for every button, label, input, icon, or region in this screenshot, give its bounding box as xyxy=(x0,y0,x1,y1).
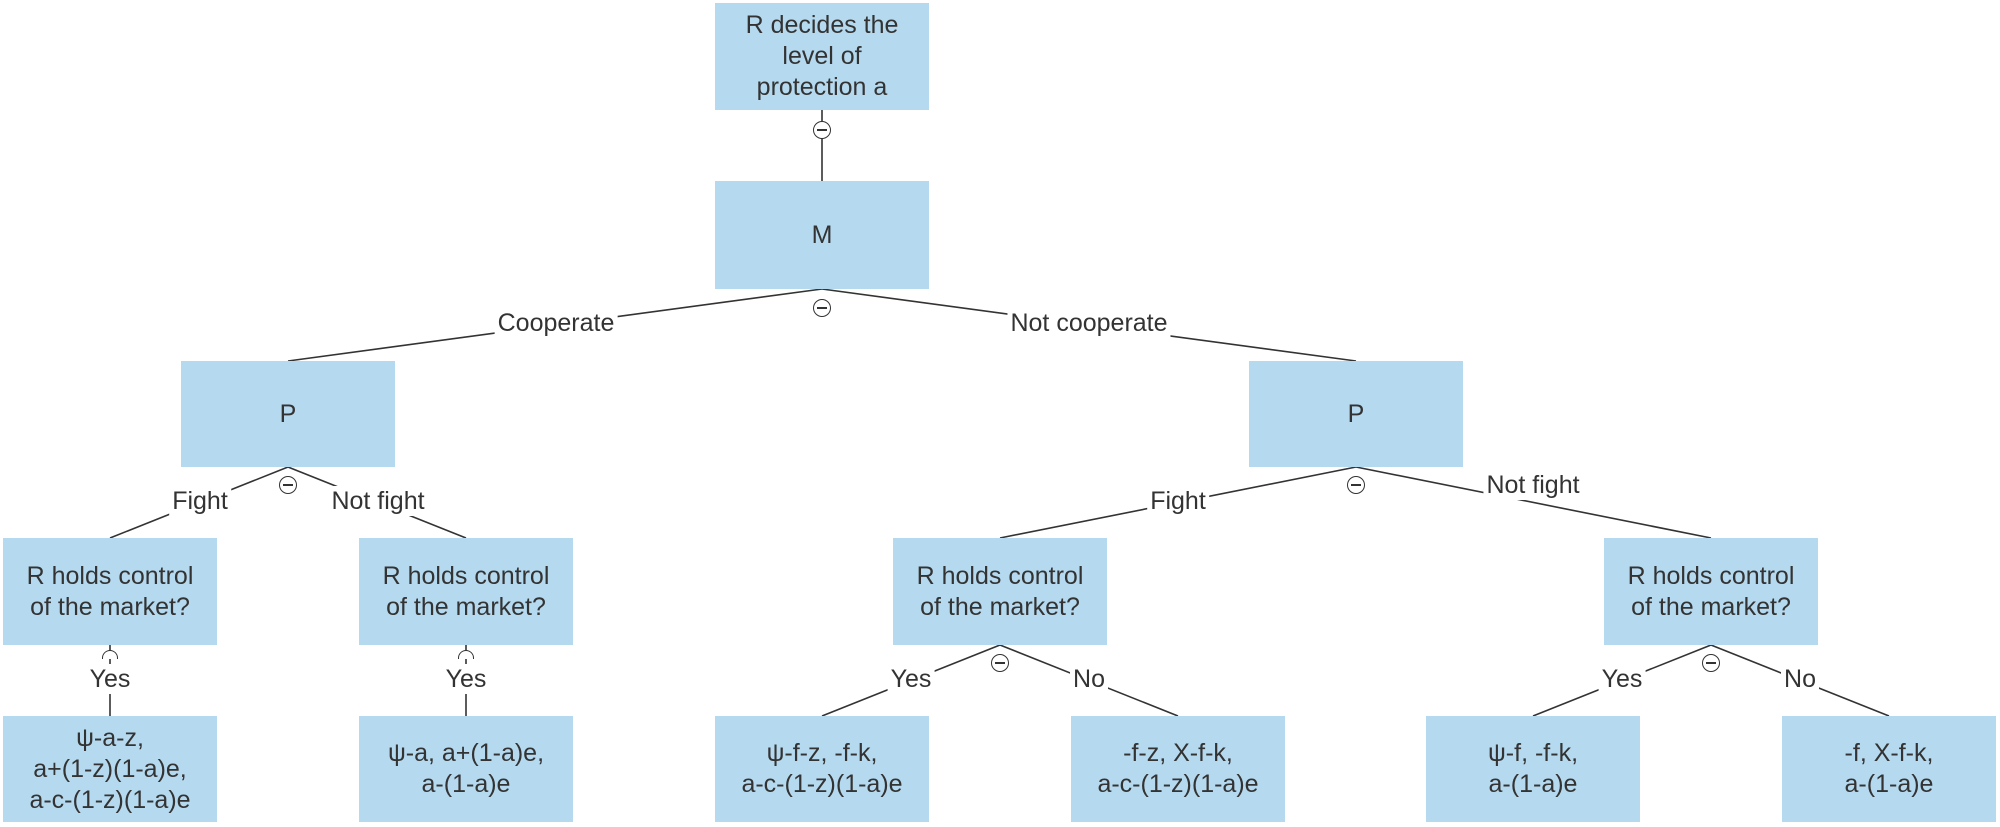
node-market-control-4[interactable]: R holds control of the market? xyxy=(1604,538,1818,645)
node-market-control-4-label: R holds control of the market? xyxy=(1627,561,1795,621)
collapse-icon[interactable] xyxy=(1702,654,1720,672)
node-payoff-4[interactable]: -f-z, X-f-k, a-c-(1-z)(1-a)e xyxy=(1071,716,1285,822)
node-payoff-1[interactable]: ψ-a-z, a+(1-z)(1-a)e, a-c-(1-z)(1-a)e xyxy=(3,716,217,822)
edge-label-not-cooperate: Not cooperate xyxy=(1007,308,1171,338)
node-market-control-3-label: R holds control of the market? xyxy=(916,561,1084,621)
node-payoff-6[interactable]: -f, X-f-k, a-(1-a)e xyxy=(1782,716,1996,822)
node-payoff-1-label: ψ-a-z, a+(1-z)(1-a)e, a-c-(1-z)(1-a)e xyxy=(29,723,191,814)
node-payoff-2-label: ψ-a, a+(1-a)e, a-(1-a)e xyxy=(387,739,545,798)
node-root-decision[interactable]: R decides the level of protection a xyxy=(715,3,929,110)
edge-label-yes-3: Yes xyxy=(887,664,935,694)
node-market-control-1-label: R holds control of the market? xyxy=(26,561,194,621)
node-payoff-3[interactable]: ψ-f-z, -f-k, a-c-(1-z)(1-a)e xyxy=(715,716,929,822)
node-market-control-3[interactable]: R holds control of the market? xyxy=(893,538,1107,645)
edge-label-yes-2: Yes xyxy=(442,664,490,694)
node-market-control-2[interactable]: R holds control of the market? xyxy=(359,538,573,645)
node-p-left[interactable]: P xyxy=(181,361,395,467)
edge-label-not-fight-left: Not fight xyxy=(328,486,428,516)
node-root-label: R decides the level of protection a xyxy=(745,11,899,101)
node-m[interactable]: M xyxy=(715,181,929,289)
edge-not-fight-right xyxy=(1355,466,1712,539)
node-market-control-1[interactable]: R holds control of the market? xyxy=(3,538,217,645)
node-p-right[interactable]: P xyxy=(1249,361,1463,467)
node-m-label: M xyxy=(811,220,833,249)
edge-label-fight-left: Fight xyxy=(169,486,231,516)
node-payoff-2[interactable]: ψ-a, a+(1-a)e, a-(1-a)e xyxy=(359,716,573,822)
collapse-icon[interactable] xyxy=(813,299,831,317)
collapse-icon[interactable] xyxy=(1347,476,1365,494)
node-payoff-5-label: ψ-f, -f-k, a-(1-a)e xyxy=(1487,739,1579,798)
collapse-icon[interactable] xyxy=(991,654,1009,672)
node-p-right-label: P xyxy=(1347,399,1365,428)
collapse-icon[interactable] xyxy=(279,476,297,494)
collapsed-arc-icon[interactable] xyxy=(458,650,474,659)
node-payoff-5[interactable]: ψ-f, -f-k, a-(1-a)e xyxy=(1426,716,1640,822)
edge-label-fight-right: Fight xyxy=(1147,486,1209,516)
node-payoff-6-label: -f, X-f-k, a-(1-a)e xyxy=(1844,739,1934,798)
collapse-icon[interactable] xyxy=(813,121,831,139)
edge-label-no-4: No xyxy=(1781,664,1819,694)
edge-label-not-fight-right: Not fight xyxy=(1483,470,1583,500)
node-market-control-2-label: R holds control of the market? xyxy=(382,561,550,621)
node-payoff-3-label: ψ-f-z, -f-k, a-c-(1-z)(1-a)e xyxy=(741,739,903,798)
edge-label-no-3: No xyxy=(1070,664,1108,694)
node-payoff-4-label: -f-z, X-f-k, a-c-(1-z)(1-a)e xyxy=(1097,739,1259,798)
node-p-left-label: P xyxy=(279,399,297,428)
edge-label-yes-1: Yes xyxy=(86,664,134,694)
edge-label-cooperate: Cooperate xyxy=(494,308,618,338)
collapsed-arc-icon[interactable] xyxy=(102,650,118,659)
edge-label-yes-4: Yes xyxy=(1598,664,1646,694)
